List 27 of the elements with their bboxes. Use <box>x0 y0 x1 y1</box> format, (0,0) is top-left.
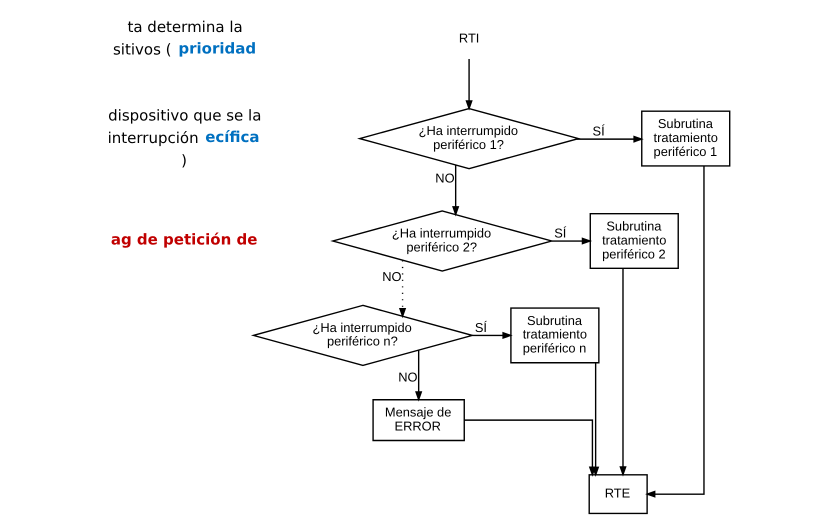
edge-label: NO <box>398 369 418 384</box>
label: ag de petición de <box>110 230 258 248</box>
node-box: RTE <box>588 474 648 514</box>
edge-label: SÍ <box>474 320 488 335</box>
arrow <box>415 350 422 402</box>
node-diamond: ¿Ha interrumpido periférico n? <box>250 304 475 366</box>
arrow <box>398 260 406 318</box>
edge-label: SÍ <box>592 123 605 138</box>
label: dispositivo que se la interrupción ecífica) <box>108 106 262 170</box>
node-diamond: ¿Ha interrumpido periférico 1? <box>357 108 582 170</box>
node-diamond: ¿Ha interrumpido periférico 2? <box>330 210 554 272</box>
arrow <box>464 419 596 477</box>
arrow <box>472 332 513 339</box>
edge-label: NO <box>435 170 455 186</box>
node-box: Subrutina tratamiento periférico 2 <box>590 212 679 270</box>
arrow <box>552 237 592 245</box>
arrow <box>576 136 644 143</box>
edge-label: SÍ <box>554 225 566 240</box>
arrow <box>452 164 460 216</box>
arrow <box>465 58 473 111</box>
node-box: Subrutina tratamiento periférico 1 <box>641 110 730 167</box>
node-box: Subrutina tratamiento periférico n <box>510 307 600 364</box>
node-box: Mensaje de ERROR <box>372 399 465 442</box>
arrow <box>645 166 705 498</box>
node-text: RTI <box>458 30 480 46</box>
label: ta determina la sitivos (prioridad <box>112 18 256 59</box>
arrow <box>619 268 627 477</box>
